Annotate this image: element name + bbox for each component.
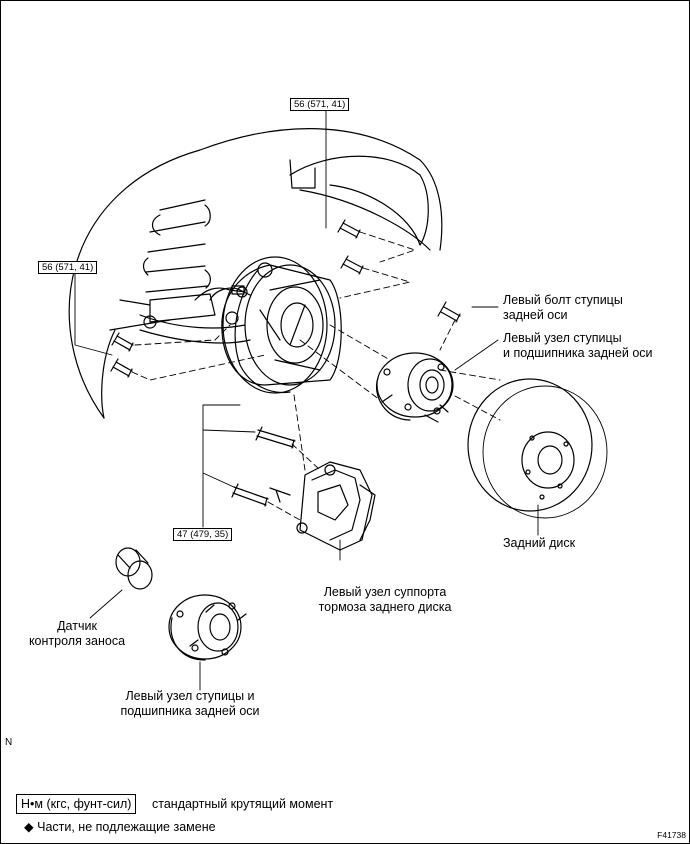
figure-code: F41738 <box>657 830 686 840</box>
label-skid-sensor-line1: Датчик <box>57 619 97 633</box>
label-caliper: Левый узел суппорта тормоза заднего диск… <box>305 585 465 615</box>
legend-unit-text: стандартный крутящий момент <box>152 797 334 811</box>
label-hub-bearing-upper-line2: и подшипника задней оси <box>503 346 653 360</box>
hub-bearing-lower <box>168 594 247 661</box>
skid-sensor-art <box>115 547 153 590</box>
torque-label-left: 56 (571, 41) <box>38 261 98 274</box>
label-hub-bearing-lower-line1: Левый узел ступицы и <box>125 689 255 703</box>
torque-label-upper: 56 (571, 41) <box>290 98 350 111</box>
label-hub-bolt: Левый болт ступицы задней оси <box>503 293 623 323</box>
legend-unit-box: Н•м (кгс, фунт-сил) <box>16 794 137 814</box>
legend-nonreusable: ◆ Части, не подлежащие замене <box>24 819 216 835</box>
assembly-lines <box>131 231 501 521</box>
label-caliper-line1: Левый узел суппорта <box>323 585 447 599</box>
label-hub-bolt-line1: Левый болт ступицы <box>503 293 623 307</box>
sensor-wire <box>194 285 246 301</box>
upper-bolts <box>337 219 461 323</box>
leader-lines <box>74 108 539 691</box>
hub-bearing-upper <box>376 352 454 423</box>
rear-disc-art <box>467 378 608 519</box>
body-outline <box>68 128 443 419</box>
label-hub-bearing-lower-line2: подшипника задней оси <box>120 704 260 718</box>
corner-mark: N <box>5 737 13 748</box>
label-skid-sensor-line2: контроля заноса <box>28 634 126 648</box>
left-bolts <box>110 332 134 378</box>
label-skid-sensor: Датчик контроля заноса <box>12 619 142 649</box>
label-caliper-line2: тормоза заднего диска <box>318 600 452 614</box>
nonreusable-diamond-icon: ◆ <box>24 820 34 834</box>
backing-plate <box>221 256 342 394</box>
dust-cover <box>234 269 291 394</box>
label-hub-bearing-upper: Левый узел ступицы и подшипника задней о… <box>503 331 653 361</box>
caliper-art <box>296 461 376 551</box>
label-hub-bearing-upper-line1: Левый узел ступицы <box>503 331 622 345</box>
label-hub-bearing-lower: Левый узел ступицы и подшипника задней о… <box>105 689 275 719</box>
legend-nonreusable-text: Части, не подлежащие замене <box>37 820 216 834</box>
label-hub-bolt-line2: задней оси <box>503 308 568 322</box>
caliper-bolts <box>231 426 296 507</box>
coil-spring <box>109 199 216 331</box>
label-rear-disc: Задний диск <box>503 536 576 550</box>
torque-label-caliper: 47 (479, 35) <box>173 528 233 541</box>
